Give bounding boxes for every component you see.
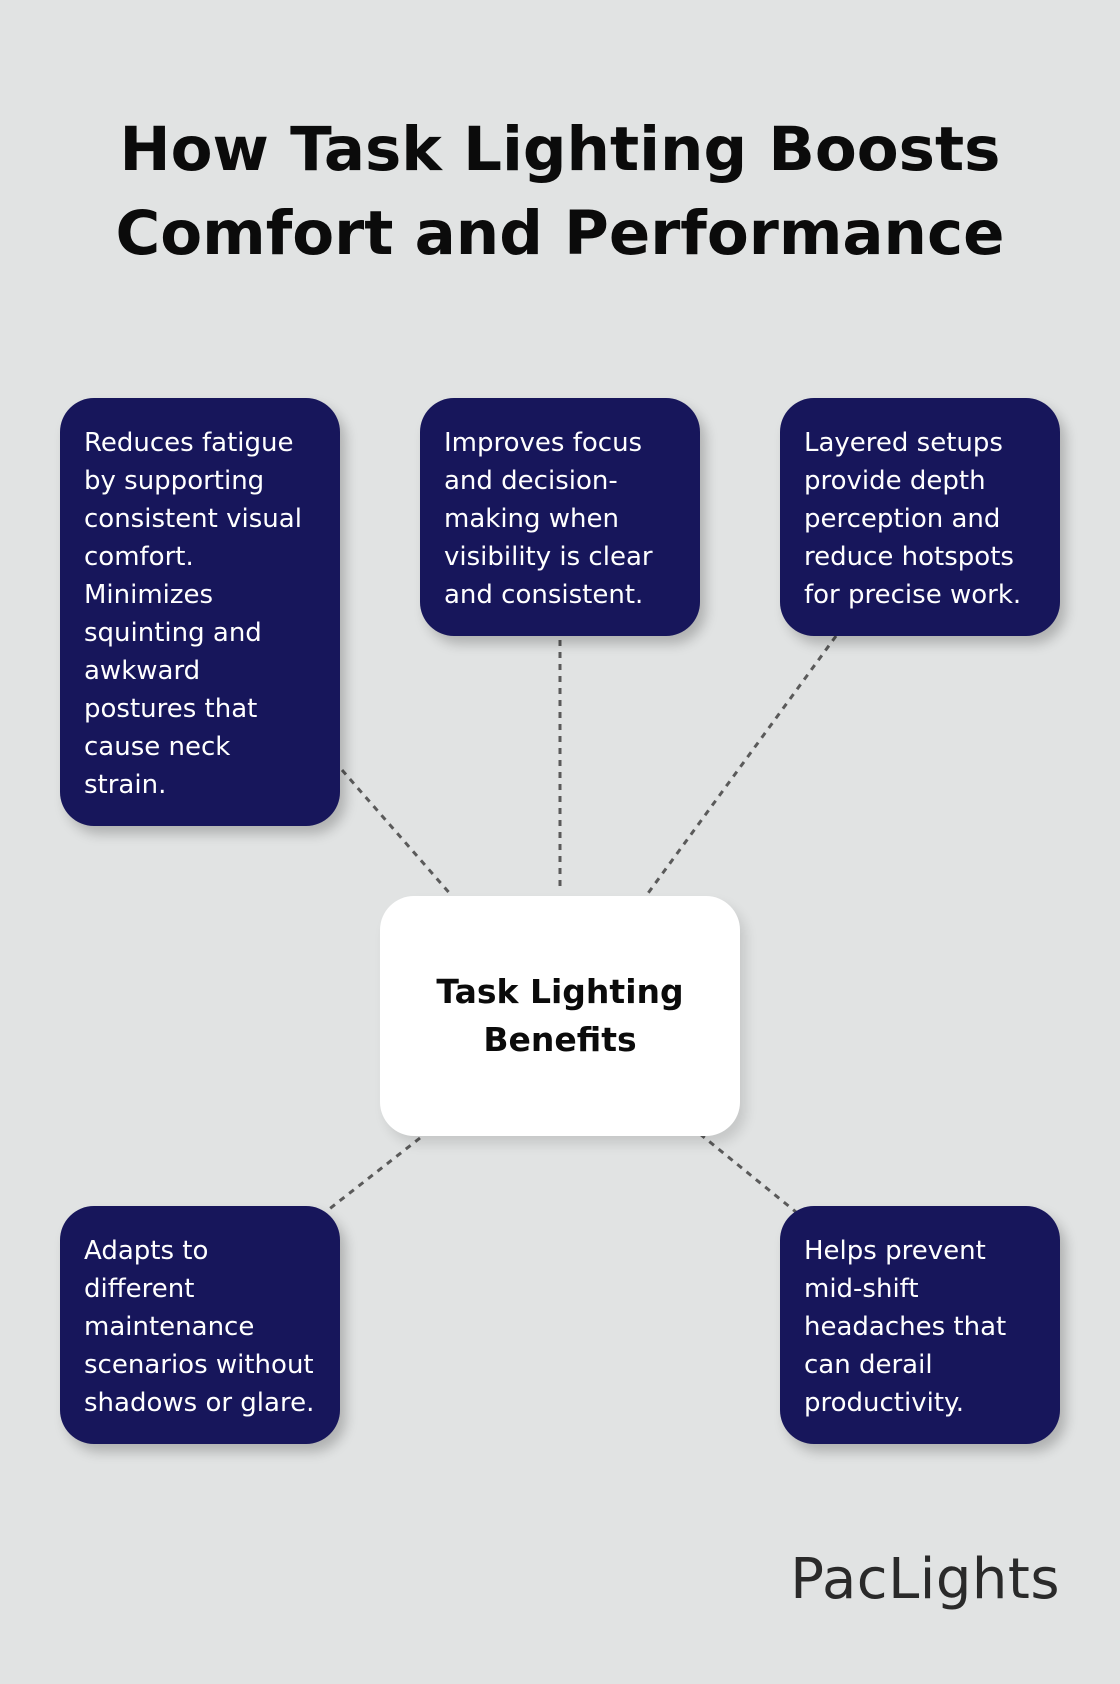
brand-logo: PacLights bbox=[790, 1547, 1060, 1612]
benefit-box-adapts: Adapts to different maintenance scenario… bbox=[60, 1206, 340, 1444]
benefit-box-layered: Layered setups provide depth perception … bbox=[780, 398, 1060, 636]
benefit-box-fatigue: Reduces fatigue by supporting consistent… bbox=[60, 398, 340, 826]
benefit-text: Adapts to different maintenance scenario… bbox=[84, 1236, 315, 1418]
connector-bottom-right bbox=[699, 1132, 797, 1214]
title-line-2: Comfort and Performance bbox=[115, 198, 1005, 269]
benefit-text: Improves focus and decision-making when … bbox=[444, 428, 653, 610]
center-label: Task Lighting Benefits bbox=[436, 972, 684, 1059]
page-title: How Task Lighting Boosts Comfort and Per… bbox=[60, 108, 1060, 276]
benefit-box-headaches: Helps prevent mid-shift headaches that c… bbox=[780, 1206, 1060, 1444]
connector-top-right bbox=[644, 635, 838, 897]
title-line-1: How Task Lighting Boosts bbox=[119, 114, 1001, 185]
benefit-text: Helps prevent mid-shift headaches that c… bbox=[804, 1236, 1007, 1418]
benefit-text: Layered setups provide depth perception … bbox=[804, 428, 1022, 610]
center-node: Task Lighting Benefits bbox=[380, 896, 740, 1136]
connector-bottom-left bbox=[327, 1136, 421, 1212]
benefit-text: Reduces fatigue by supporting consistent… bbox=[84, 428, 302, 800]
benefit-box-focus: Improves focus and decision-making when … bbox=[420, 398, 700, 636]
connector-top-left bbox=[340, 769, 454, 897]
